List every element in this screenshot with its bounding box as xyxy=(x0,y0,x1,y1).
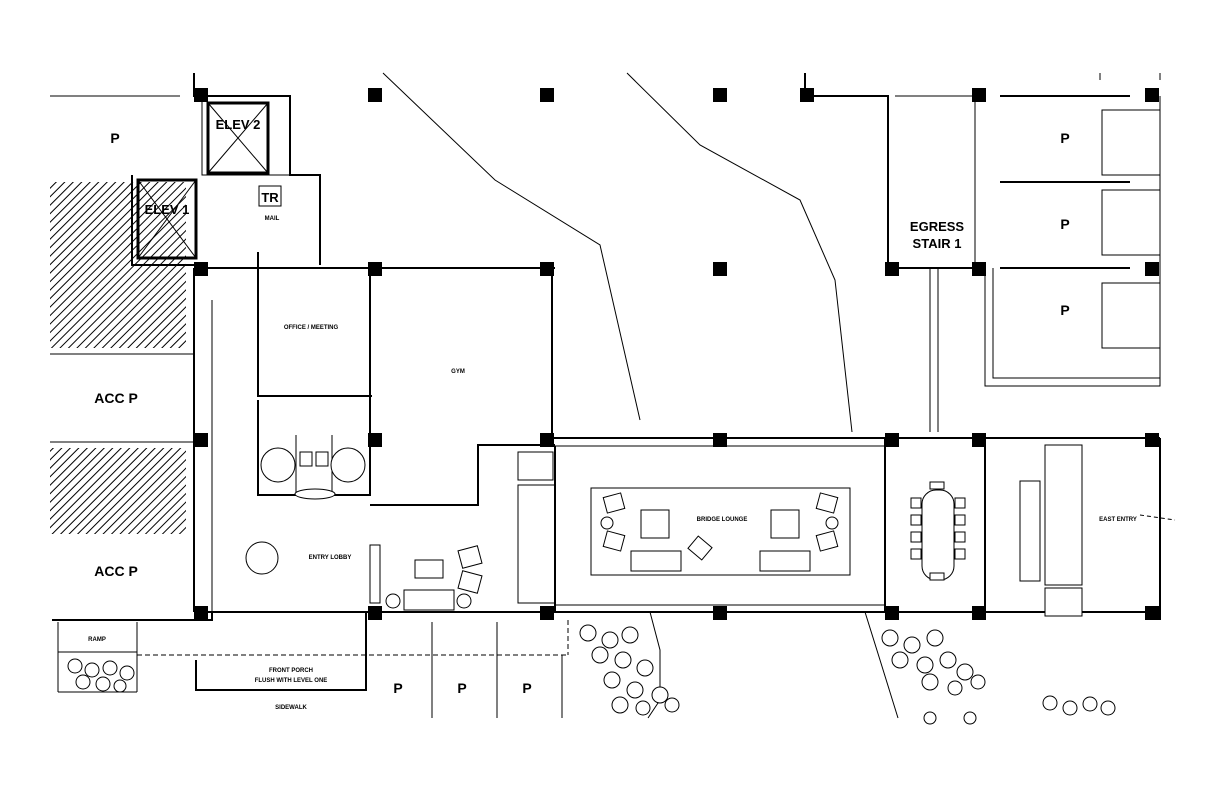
accessible-parking-label: ACC P xyxy=(94,563,138,579)
tr-label: TR xyxy=(261,190,279,205)
parking-label: P xyxy=(457,680,466,696)
elevator-1-label: ELEV 1 xyxy=(145,202,190,217)
egress-stair-label-line2: STAIR 1 xyxy=(913,236,962,251)
furniture xyxy=(245,444,1083,617)
structural-columns xyxy=(194,88,1159,620)
sidewalk-label: SIDEWALK xyxy=(275,705,307,711)
gym-label: GYM xyxy=(451,369,465,375)
east-entry-label: EAST ENTRY xyxy=(1099,517,1137,523)
parking-label: P xyxy=(1060,216,1069,232)
office-meeting-label: OFFICE / MEETING xyxy=(284,325,339,331)
front-porch-label-line1: FRONT PORCH xyxy=(269,668,313,674)
parking-label: P xyxy=(1060,302,1069,318)
left-parking-lines xyxy=(50,95,195,443)
front-porch-label-line2: FLUSH WITH LEVEL ONE xyxy=(255,678,328,684)
bridge-lounge-label: BRIDGE LOUNGE xyxy=(697,517,748,523)
elevator-2-label: ELEV 2 xyxy=(216,117,261,132)
parking-label: P xyxy=(110,130,119,146)
parking-label: P xyxy=(393,680,402,696)
landscape-trees xyxy=(67,624,1116,725)
accessible-parking-label: ACC P xyxy=(94,390,138,406)
parking-label: P xyxy=(522,680,531,696)
site-lines xyxy=(382,72,1161,433)
hatched-aisle-bottom xyxy=(50,448,186,534)
entry-lobby-label: ENTRY LOBBY xyxy=(309,555,352,561)
egress-stair-label-line1: EGRESS xyxy=(910,219,965,234)
building-walls xyxy=(52,73,1176,719)
parking-label: P xyxy=(1060,130,1069,146)
mail-label: MAIL xyxy=(265,216,280,222)
ramp-label: RAMP xyxy=(88,637,106,643)
